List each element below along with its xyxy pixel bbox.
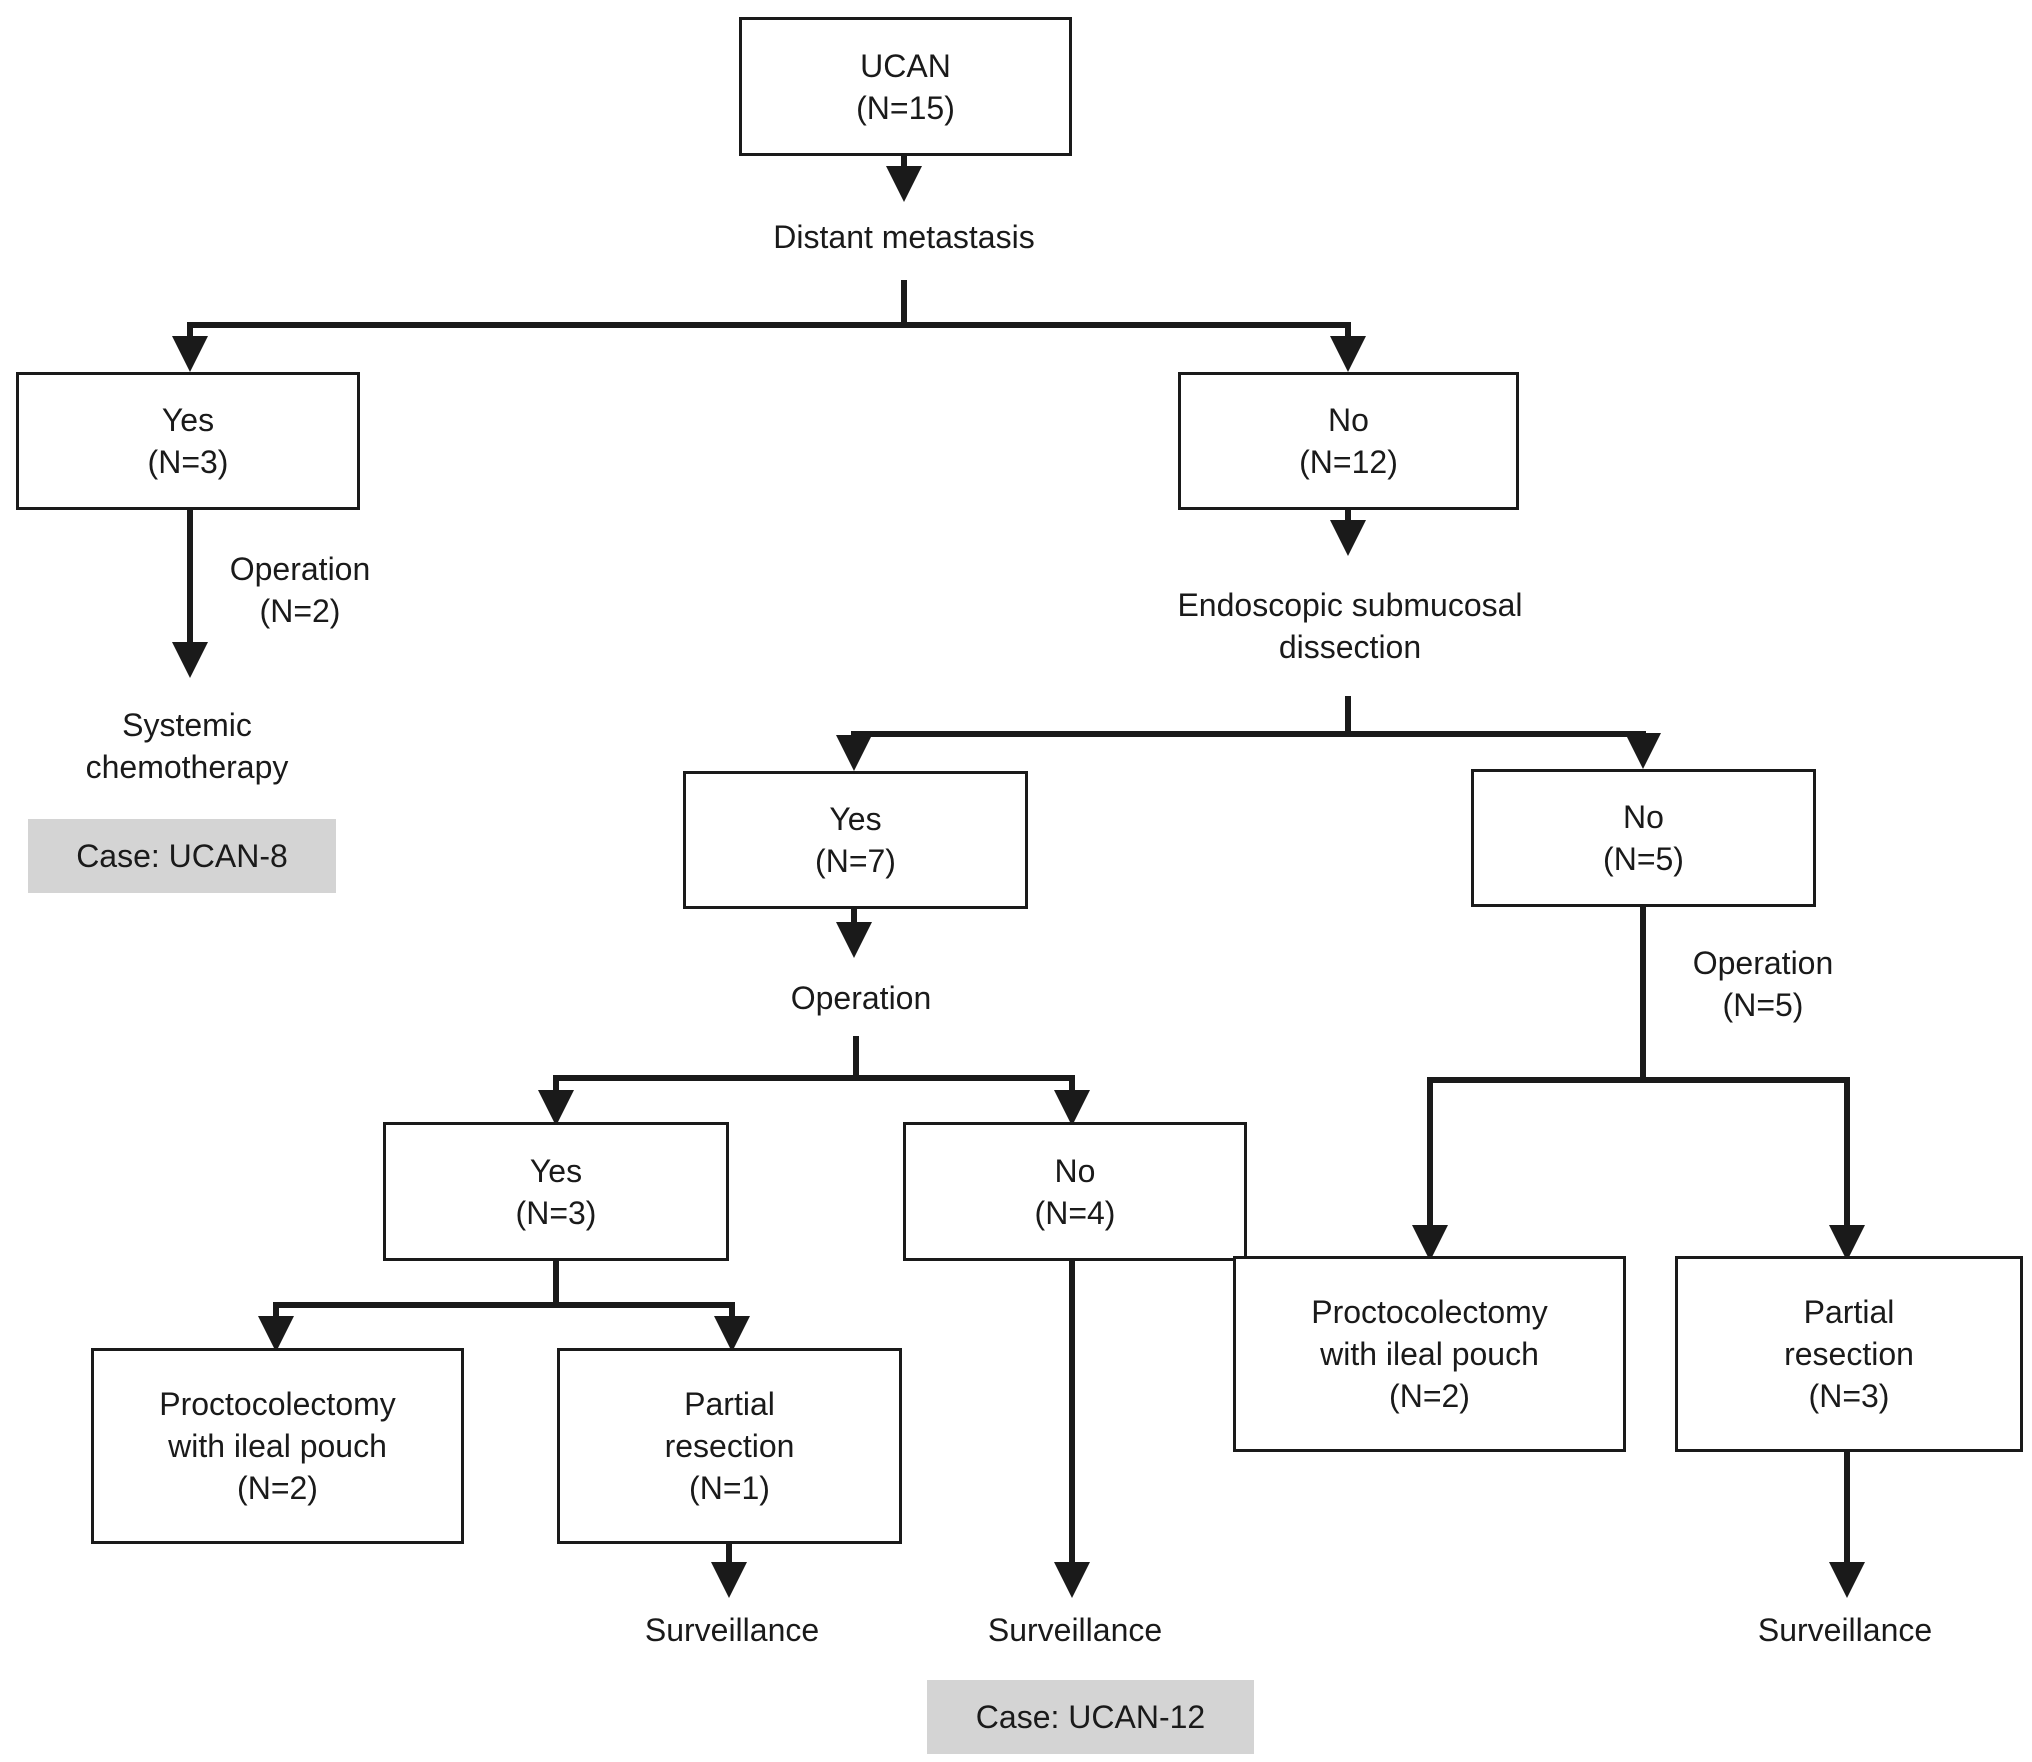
node-esd-no: No (N=5): [1471, 769, 1816, 907]
node-title: Yes: [529, 1152, 583, 1189]
node-count: (N=3): [147, 444, 229, 480]
node-line: Proctocolectomy: [1311, 1294, 1548, 1330]
label-esd-yes-operation: Operation: [790, 980, 932, 1016]
node-count: (N=1): [689, 1470, 770, 1506]
label-line: Systemic: [122, 707, 252, 743]
label-surveillance: Surveillance: [987, 1612, 1163, 1648]
node-line: Partial: [684, 1386, 775, 1422]
node-line: with ileal pouch: [1320, 1336, 1539, 1372]
node-op-yes-proctocolectomy: Proctocolectomy with ileal pouch (N=2): [91, 1348, 464, 1544]
label-line: (N=2): [259, 593, 341, 629]
label-distant-metastasis: Distant metastasis: [773, 219, 1035, 255]
label-metastasis-yes-operation: Operation (N=2): [200, 548, 400, 632]
node-line: resection: [664, 1428, 795, 1464]
node-operation-no: No (N=4): [903, 1122, 1247, 1261]
label-surveillance: Surveillance: [644, 1612, 820, 1648]
node-esd-no-partial-resection: Partial resection (N=3): [1675, 1256, 2023, 1452]
node-line: Partial: [1803, 1294, 1895, 1330]
node-esd-no-proctocolectomy: Proctocolectomy with ileal pouch (N=2): [1233, 1256, 1626, 1452]
node-count: (N=4): [1034, 1194, 1116, 1231]
node-operation-yes: Yes (N=3): [383, 1122, 729, 1261]
node-count: (N=15): [856, 89, 955, 126]
label-line: Operation: [229, 551, 371, 587]
label-systemic-chemotherapy: Systemic chemotherapy: [47, 704, 327, 788]
label-surveillance: Surveillance: [1757, 1612, 1933, 1648]
label-esd-no-operation: Operation (N=5): [1663, 942, 1863, 1026]
node-op-yes-partial-resection: Partial resection (N=1): [557, 1348, 902, 1544]
node-count: (N=3): [515, 1194, 597, 1231]
node-title: No: [1328, 402, 1369, 438]
node-title: No: [1623, 799, 1664, 835]
case-badge-ucan-8: Case: UCAN-8: [28, 819, 336, 893]
node-count: (N=7): [815, 843, 896, 879]
label-line: Operation: [1692, 945, 1834, 981]
node-metastasis-no: No (N=12): [1178, 372, 1519, 510]
node-ucan: UCAN (N=15): [739, 17, 1072, 156]
node-line: with ileal pouch: [168, 1428, 387, 1464]
node-title: UCAN: [860, 47, 951, 84]
node-line: Proctocolectomy: [159, 1386, 396, 1422]
node-esd-yes: Yes (N=7): [683, 771, 1028, 909]
node-title: Yes: [161, 402, 215, 438]
node-count: (N=12): [1299, 444, 1398, 480]
node-metastasis-yes: Yes (N=3): [16, 372, 360, 510]
node-count: (N=2): [1389, 1378, 1470, 1414]
node-line: resection: [1784, 1336, 1914, 1372]
label-endoscopic-submucosal-dissection: Endoscopic submucosal dissection: [1120, 584, 1580, 668]
node-count: (N=3): [1808, 1378, 1890, 1414]
node-title: Yes: [829, 801, 882, 837]
node-count: (N=2): [237, 1470, 318, 1506]
label-line: (N=5): [1722, 987, 1804, 1023]
case-badge-ucan-12: Case: UCAN-12: [927, 1680, 1254, 1754]
label-line: Endoscopic submucosal: [1177, 587, 1523, 623]
label-line: dissection: [1278, 629, 1422, 665]
node-title: No: [1054, 1152, 1096, 1189]
label-line: chemotherapy: [85, 749, 289, 785]
node-count: (N=5): [1603, 841, 1684, 877]
